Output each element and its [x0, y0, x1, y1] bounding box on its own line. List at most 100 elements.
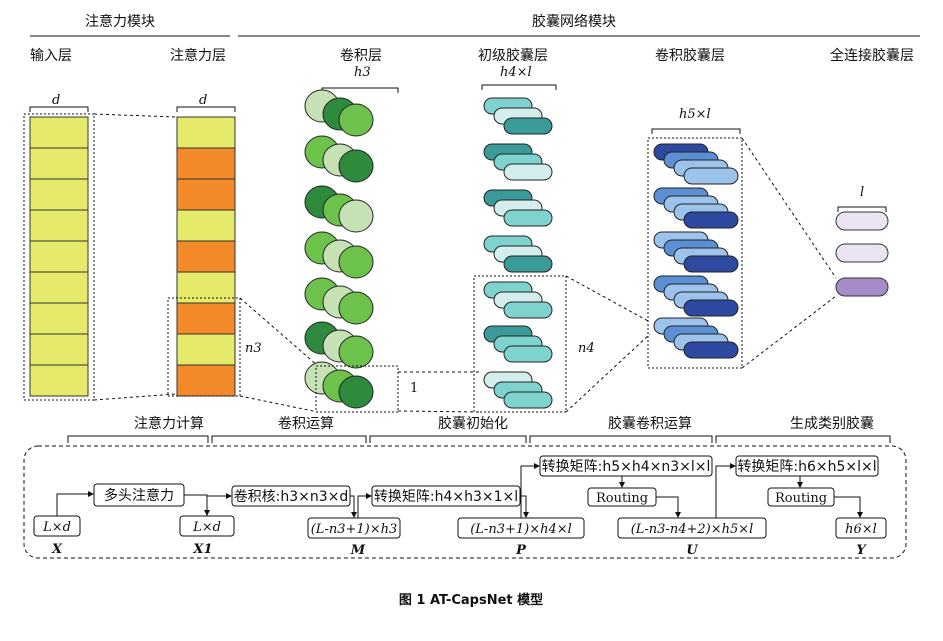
- arrowhead-kernel-m: [351, 512, 357, 518]
- connector-input-attn-top: [93, 113, 177, 118]
- input-cell: [29, 302, 89, 335]
- conv-node: [338, 245, 374, 279]
- arrow-m-trans1: [357, 495, 366, 518]
- connector-prim-caps-bottom: [565, 333, 651, 413]
- arrow-trans1-p: [520, 495, 527, 512]
- connector-caps-fc-bottom: [741, 295, 837, 369]
- brace-stage4: [529, 435, 713, 443]
- brace-convcaps: [651, 128, 741, 134]
- brace-input: [29, 106, 89, 112]
- brace-stage5: [715, 435, 891, 443]
- brace-primary: [481, 84, 557, 90]
- dim-d-input: d: [52, 93, 60, 108]
- input-cell: [29, 209, 89, 242]
- attention-cell: [176, 364, 236, 397]
- convcaps-capsule: [683, 299, 739, 317]
- brace-stage1: [67, 435, 209, 443]
- attention-cell: [176, 147, 236, 180]
- trans2-box: [539, 455, 713, 477]
- fc-capsule-3: [835, 277, 889, 297]
- module-attention-label: 注意力模块: [85, 13, 155, 30]
- input-cell: [29, 178, 89, 211]
- fc-capsule-1: [835, 211, 889, 231]
- arrowhead-trans3-routing: [797, 482, 803, 488]
- dim-l: l: [860, 185, 864, 200]
- convcaps-capsule: [683, 255, 739, 273]
- attention-cell: [176, 178, 236, 211]
- conv-node: [338, 375, 374, 409]
- primary-capsule: [503, 163, 553, 181]
- trans3-box: [735, 455, 879, 477]
- layer-convcaps-label: 卷积胶囊层: [655, 47, 725, 64]
- y-box-text: h6×l: [845, 522, 877, 537]
- arrow-p-trans2: [520, 465, 534, 518]
- arrowhead-p-trans2: [534, 463, 540, 469]
- layer-attention-label: 注意力层: [170, 47, 226, 64]
- m-box: [307, 517, 401, 539]
- brace-attention: [176, 106, 236, 112]
- arrow-x1-kernel: [206, 495, 226, 516]
- convcaps-capsule: [683, 167, 739, 185]
- input-cells: [29, 116, 89, 397]
- dim-n3: n3: [245, 341, 262, 356]
- conv-node: [338, 103, 374, 137]
- arrow-x-mha: [56, 493, 88, 516]
- x1-box-text: L×d: [192, 520, 221, 535]
- primary-capsule: [503, 391, 553, 409]
- input-cell: [29, 271, 89, 304]
- mha-text: 多头注意力: [104, 487, 174, 504]
- attention-cells: [176, 116, 236, 397]
- fc-capsule-2: [835, 243, 889, 263]
- brace-stage2: [211, 435, 367, 443]
- conv-window: [315, 365, 399, 413]
- m-box-text: (L-n3+1)×h3: [311, 522, 398, 537]
- input-cell: [29, 364, 89, 397]
- connector-input-attn-bottom: [93, 393, 177, 401]
- convcaps-groups: [653, 143, 739, 359]
- brace-stage3: [369, 435, 527, 443]
- input-frame: [23, 113, 95, 401]
- x-name: X: [51, 542, 63, 557]
- dim-d-attention: d: [199, 93, 207, 108]
- y-box: [835, 517, 887, 539]
- input-cell: [29, 333, 89, 366]
- dim-h4l: h4×l: [500, 65, 532, 80]
- trans1-text: 转换矩阵:h4×h3×1×l: [374, 488, 518, 505]
- connector-attn-conv-top: [239, 297, 319, 367]
- arrow-routing2-y: [834, 496, 861, 512]
- primary-capsule: [503, 301, 553, 319]
- m-name: M: [350, 543, 366, 558]
- stage-caps-init: 胶囊初始化: [438, 415, 508, 432]
- layer-conv-label: 卷积层: [340, 48, 382, 64]
- conv-node: [338, 199, 374, 233]
- routing2-text: Routing: [775, 491, 827, 506]
- brace-conv: [321, 87, 399, 93]
- primary-window: [473, 275, 567, 413]
- u-name: U: [686, 543, 698, 558]
- conv-node: [338, 291, 374, 325]
- arrowhead-trans1-p: [523, 512, 529, 518]
- input-cell: [29, 147, 89, 180]
- figure-caption: 图 1 AT-CapsNet 模型: [399, 592, 543, 608]
- dim-h3: h3: [354, 65, 371, 80]
- routing1-text: Routing: [596, 491, 648, 506]
- convcaps-capsule: [683, 341, 739, 359]
- input-cell: [29, 116, 89, 149]
- layer-primary-label: 初级胶囊层: [478, 47, 548, 64]
- arrowhead-x1-kernel: [226, 493, 232, 499]
- brace-fccaps: [837, 206, 887, 212]
- module-capsule-label: 胶囊网络模块: [532, 13, 616, 30]
- attention-cell: [176, 209, 236, 242]
- arrow-mha-x1: [184, 494, 208, 510]
- conv-node: [338, 149, 374, 183]
- trans3-text: 转换矩阵:h6×h5×l×l: [737, 458, 876, 475]
- convcaps-frame: [647, 137, 743, 369]
- primary-capsule: [503, 255, 553, 273]
- dim-h5l: h5×l: [679, 107, 711, 122]
- attention-cell: [176, 116, 236, 149]
- stage-caps-conv: 胶囊卷积运算: [608, 415, 692, 432]
- attention-cell: [176, 333, 236, 366]
- layer-fccaps-label: 全连接胶囊层: [830, 47, 914, 64]
- attention-cell: [176, 302, 236, 335]
